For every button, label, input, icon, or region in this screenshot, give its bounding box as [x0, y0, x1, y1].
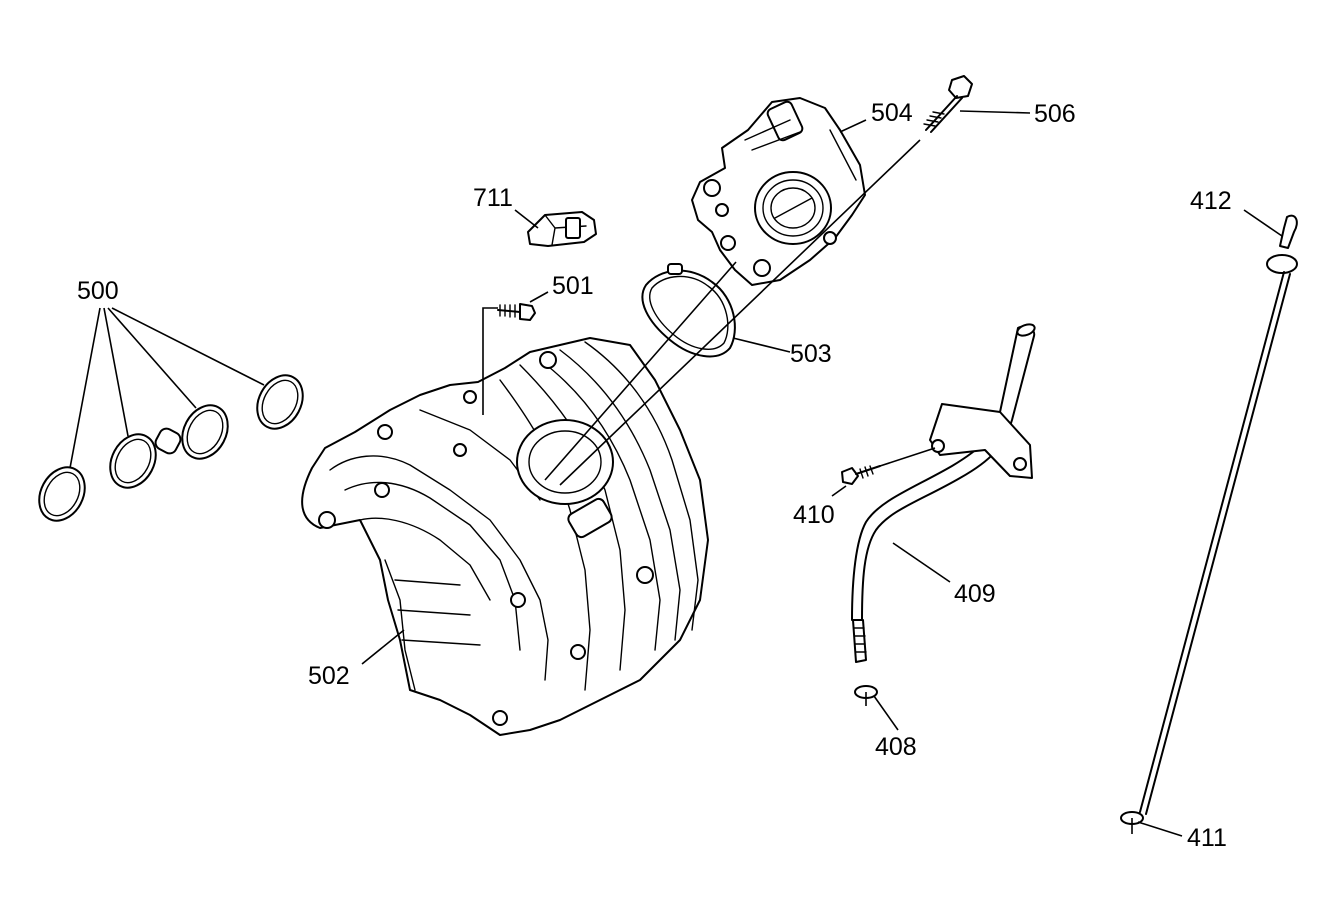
callout-411: 411: [1187, 824, 1227, 852]
callout-409: 409: [954, 580, 996, 608]
dipstick-tube: [851, 323, 1036, 663]
leader-504: [839, 119, 867, 133]
leader-409: [892, 542, 951, 583]
callout-506: 506: [1034, 100, 1076, 128]
o-ring-411: [1120, 811, 1144, 834]
callout-500: 500: [77, 277, 119, 305]
callout-711: 711: [473, 184, 513, 212]
dipstick: [1139, 214, 1298, 815]
throttle-body-gasket: [641, 263, 736, 358]
leader-501: [482, 291, 549, 415]
callout-502: 502: [308, 662, 350, 690]
callout-412: 412: [1190, 187, 1232, 215]
leader-410: [831, 447, 936, 497]
leader-503: [732, 337, 791, 353]
leader-412: [1243, 209, 1283, 237]
bolt-410: [841, 465, 881, 485]
leader-411: [1137, 821, 1183, 837]
callout-410: 410: [793, 501, 835, 529]
leader-502: [361, 629, 405, 665]
intake-manifold: [301, 337, 709, 736]
callout-503: 503: [790, 340, 832, 368]
throttle-body: [691, 97, 866, 286]
intake-gasket-set: [38, 374, 304, 522]
leader-408: [873, 695, 899, 731]
bolt-501: [497, 303, 536, 321]
leader-711: [514, 209, 539, 229]
callout-501: 501: [552, 272, 594, 300]
sensor-711: [527, 211, 597, 247]
o-ring-408: [854, 685, 878, 706]
bolt-506: [923, 75, 973, 133]
callout-408: 408: [875, 733, 917, 761]
callout-504: 504: [871, 99, 913, 127]
leader-500: [69, 307, 265, 469]
leader-506: [544, 110, 1031, 486]
